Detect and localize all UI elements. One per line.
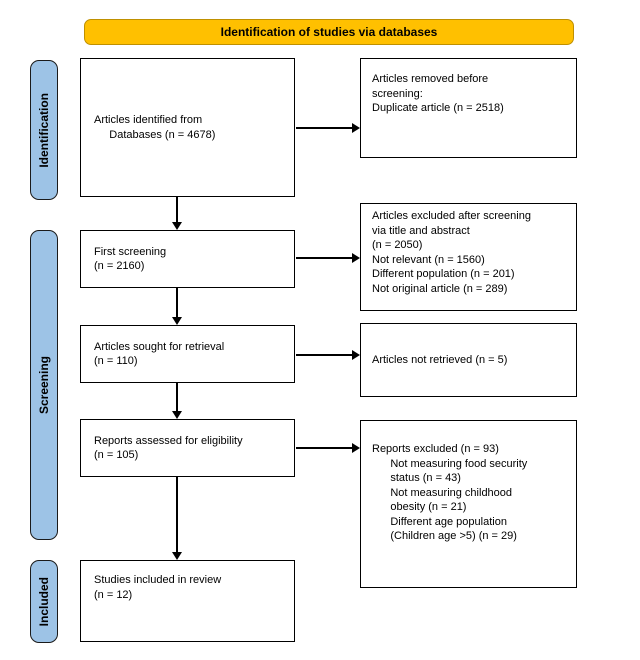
stage-label-text: Identification — [37, 92, 51, 168]
box-text: Articles not retrieved (n = 5) — [372, 353, 508, 366]
arrow-assessed-to-reports-excluded — [296, 443, 360, 453]
box-text: Articles removed before screening: Dupli… — [372, 73, 504, 114]
box-articles-excluded: Articles excluded after screening via ti… — [360, 203, 577, 311]
box-text: Studies included in review (n = 12) — [94, 574, 222, 601]
box-articles-removed: Articles removed before screening: Dupli… — [360, 58, 577, 158]
box-text: Articles identified from Databases (n = … — [94, 114, 216, 141]
box-text: First screening (n = 2160) — [94, 245, 167, 273]
box-text: Articles excluded after screening via ti… — [372, 210, 531, 295]
box-articles-sought: Articles sought for retrieval (n = 110) — [80, 325, 295, 383]
arrow-sought-to-assessed — [172, 383, 182, 419]
arrow-sought-to-not-retrieved — [296, 350, 360, 360]
stage-label-text: Included — [37, 576, 51, 627]
arrow-screening-to-sought — [172, 288, 182, 325]
stage-label-included: Included — [30, 560, 58, 643]
arrow-identified-to-removed — [296, 123, 360, 133]
box-text: Articles sought for retrieval (n = 110) — [94, 340, 225, 368]
arrow-assessed-to-included — [172, 477, 182, 560]
stage-label-screening: Screening — [30, 230, 58, 540]
box-studies-included: Studies included in review (n = 12) — [80, 560, 295, 642]
arrow-screening-to-excluded — [296, 253, 360, 263]
box-reports-excluded: Reports excluded (n = 93) Not measuring … — [360, 420, 577, 588]
box-text: Reports excluded (n = 93) Not measuring … — [372, 443, 528, 542]
box-text: Reports assessed for eligibility (n = 10… — [94, 434, 243, 462]
stage-label-text: Screening — [37, 355, 51, 415]
box-articles-identified: Articles identified from Databases (n = … — [80, 58, 295, 197]
stage-label-identification: Identification — [30, 60, 58, 200]
title-banner: Identification of studies via databases — [84, 19, 574, 45]
arrow-identified-to-screening — [172, 197, 182, 230]
box-reports-assessed: Reports assessed for eligibility (n = 10… — [80, 419, 295, 477]
box-first-screening: First screening (n = 2160) — [80, 230, 295, 288]
box-articles-not-retrieved: Articles not retrieved (n = 5) — [360, 323, 577, 397]
